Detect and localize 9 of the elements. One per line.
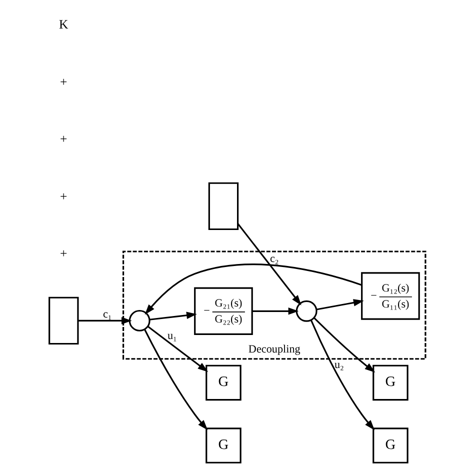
- label: +: [60, 246, 68, 261]
- edge-label: u₂: [334, 358, 344, 371]
- label: +: [60, 132, 68, 146]
- edge-label: c₁: [102, 308, 112, 321]
- label: +: [60, 189, 68, 204]
- label: +: [60, 74, 68, 89]
- label: K: [59, 18, 68, 32]
- edge-label: c₂: [270, 253, 279, 266]
- edge-label: u₁: [167, 330, 177, 342]
